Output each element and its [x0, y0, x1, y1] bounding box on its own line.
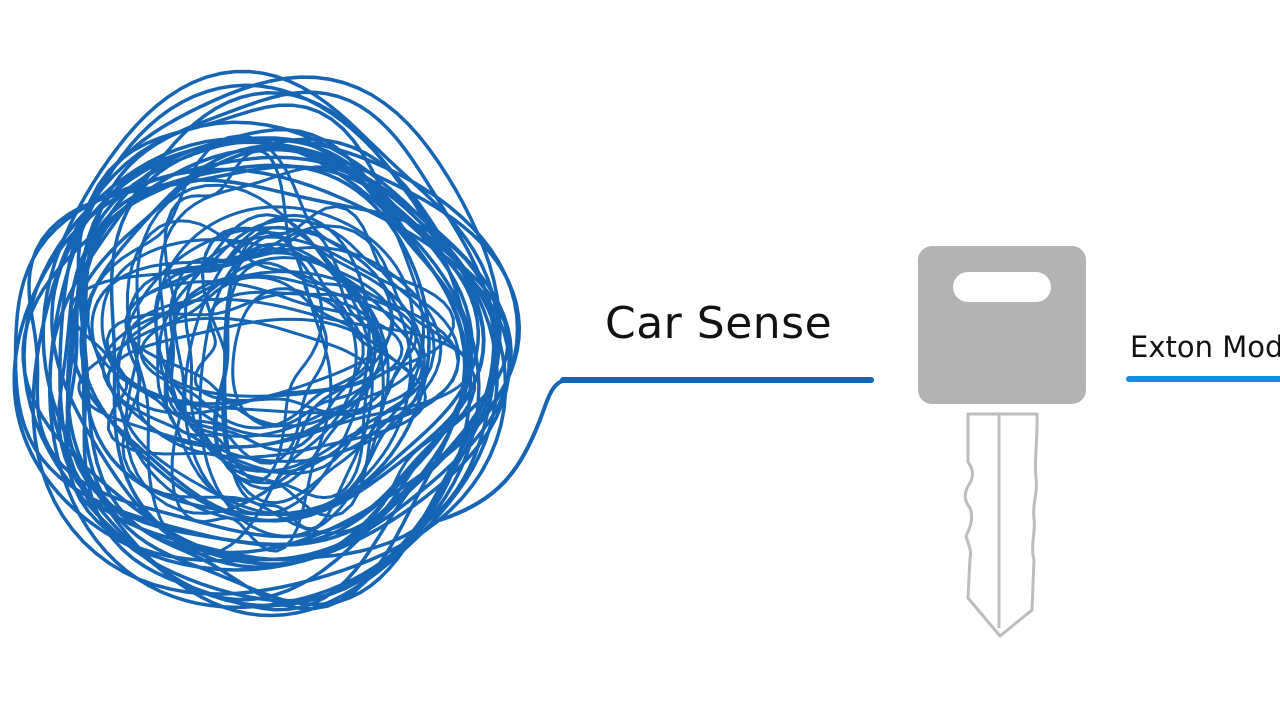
key-icon: [918, 246, 1086, 638]
scribble-stroke: [12, 167, 511, 572]
scribble-stroke: [214, 261, 378, 500]
key-hole: [953, 272, 1051, 302]
scribble-tail-line: [438, 378, 568, 522]
key-blade: [963, 412, 1039, 638]
scribble-stroke: [65, 136, 473, 547]
scribble-stroke: [76, 103, 467, 611]
scribble-stroke: [115, 270, 424, 415]
car-sense-label: Car Sense: [605, 298, 833, 349]
exton-label: Exton Mod: [1130, 330, 1280, 364]
connector-line-right: [1126, 376, 1280, 382]
key-head: [918, 246, 1086, 404]
scribble-stroke: [13, 155, 500, 548]
scribble-stroke: [158, 165, 425, 463]
scribble-stroke: [165, 274, 422, 438]
scribble-stroke: [125, 219, 358, 556]
scribble-stroke: [139, 275, 373, 430]
connector-line-left: [560, 377, 874, 383]
scribble-stroke: [69, 251, 388, 415]
scribble-stroke: [41, 69, 500, 602]
scribble-stroke: [77, 316, 374, 449]
scribble-stroke: [58, 75, 502, 603]
